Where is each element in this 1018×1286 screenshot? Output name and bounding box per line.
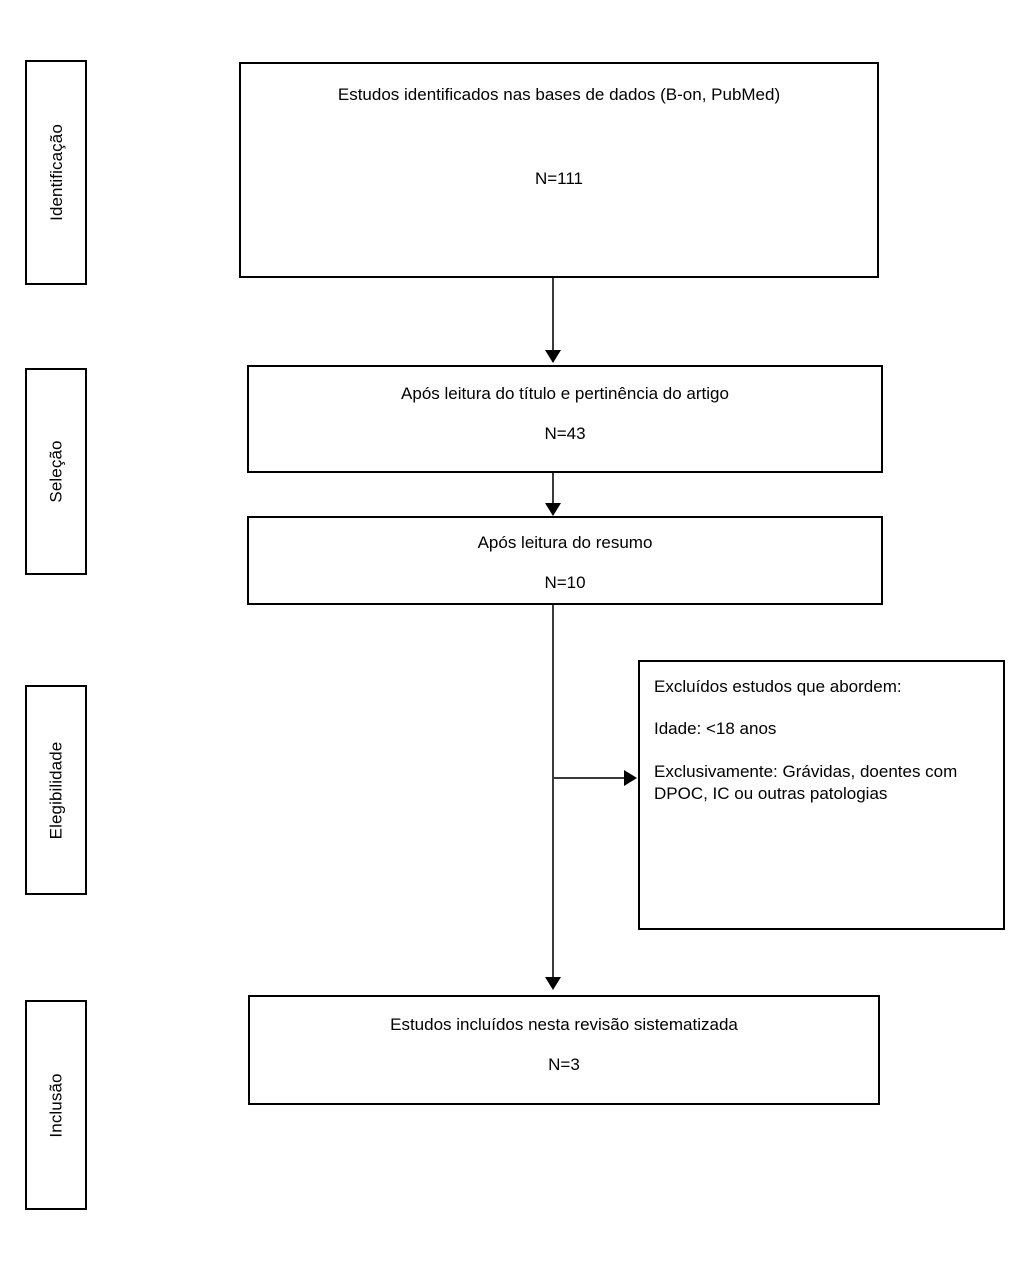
connector-abstract-to-included	[552, 605, 554, 977]
stage-box-identificacao: Identificação	[25, 60, 87, 285]
arrowhead-title-to-abstract	[545, 503, 561, 516]
excluded-heading: Excluídos estudos que abordem:	[654, 677, 902, 696]
arrowhead-identified-to-title	[545, 350, 561, 363]
box-excluded-studies: Excluídos estudos que abordem: Idade: <1…	[638, 660, 1005, 930]
box-included-title: Estudos incluídos nesta revisão sistemat…	[390, 1015, 738, 1034]
stage-label-inclusao: Inclusão	[46, 1072, 66, 1138]
connector-to-excluded	[553, 777, 625, 779]
connector-title-to-abstract	[552, 473, 554, 503]
box-abstract-screening-count: N=10	[544, 573, 586, 592]
box-identified-studies: Estudos identificados nas bases de dados…	[239, 62, 879, 278]
stage-label-identificacao: Identificação	[46, 124, 66, 221]
box-abstract-screening: Após leitura do resumo N=10	[247, 516, 883, 605]
box-title-screening-title: Após leitura do título e pertinência do …	[401, 384, 729, 403]
stage-label-selecao: Seleção	[46, 440, 66, 503]
stage-box-selecao: Seleção	[25, 368, 87, 575]
box-included-count: N=3	[548, 1055, 580, 1074]
excluded-criterion-age: Idade: <18 anos	[654, 719, 777, 739]
stage-box-inclusao: Inclusão	[25, 1000, 87, 1210]
excluded-criterion-exclusive: Exclusivamente: Grávidas, doentes com DP…	[654, 761, 958, 804]
box-abstract-screening-title: Após leitura do resumo	[477, 533, 653, 552]
box-included-studies: Estudos incluídos nesta revisão sistemat…	[248, 995, 880, 1105]
box-title-screening: Após leitura do título e pertinência do …	[247, 365, 883, 473]
box-identified-title: Estudos identificados nas bases de dados…	[337, 85, 781, 104]
box-title-screening-count: N=43	[544, 424, 586, 443]
box-identified-count: N=111	[534, 169, 584, 188]
connector-identified-to-title	[552, 278, 554, 350]
stage-box-elegibilidade: Elegibilidade	[25, 685, 87, 895]
arrowhead-abstract-to-included	[545, 977, 561, 990]
arrowhead-to-excluded	[624, 770, 637, 786]
stage-label-elegibilidade: Elegibilidade	[46, 741, 66, 839]
